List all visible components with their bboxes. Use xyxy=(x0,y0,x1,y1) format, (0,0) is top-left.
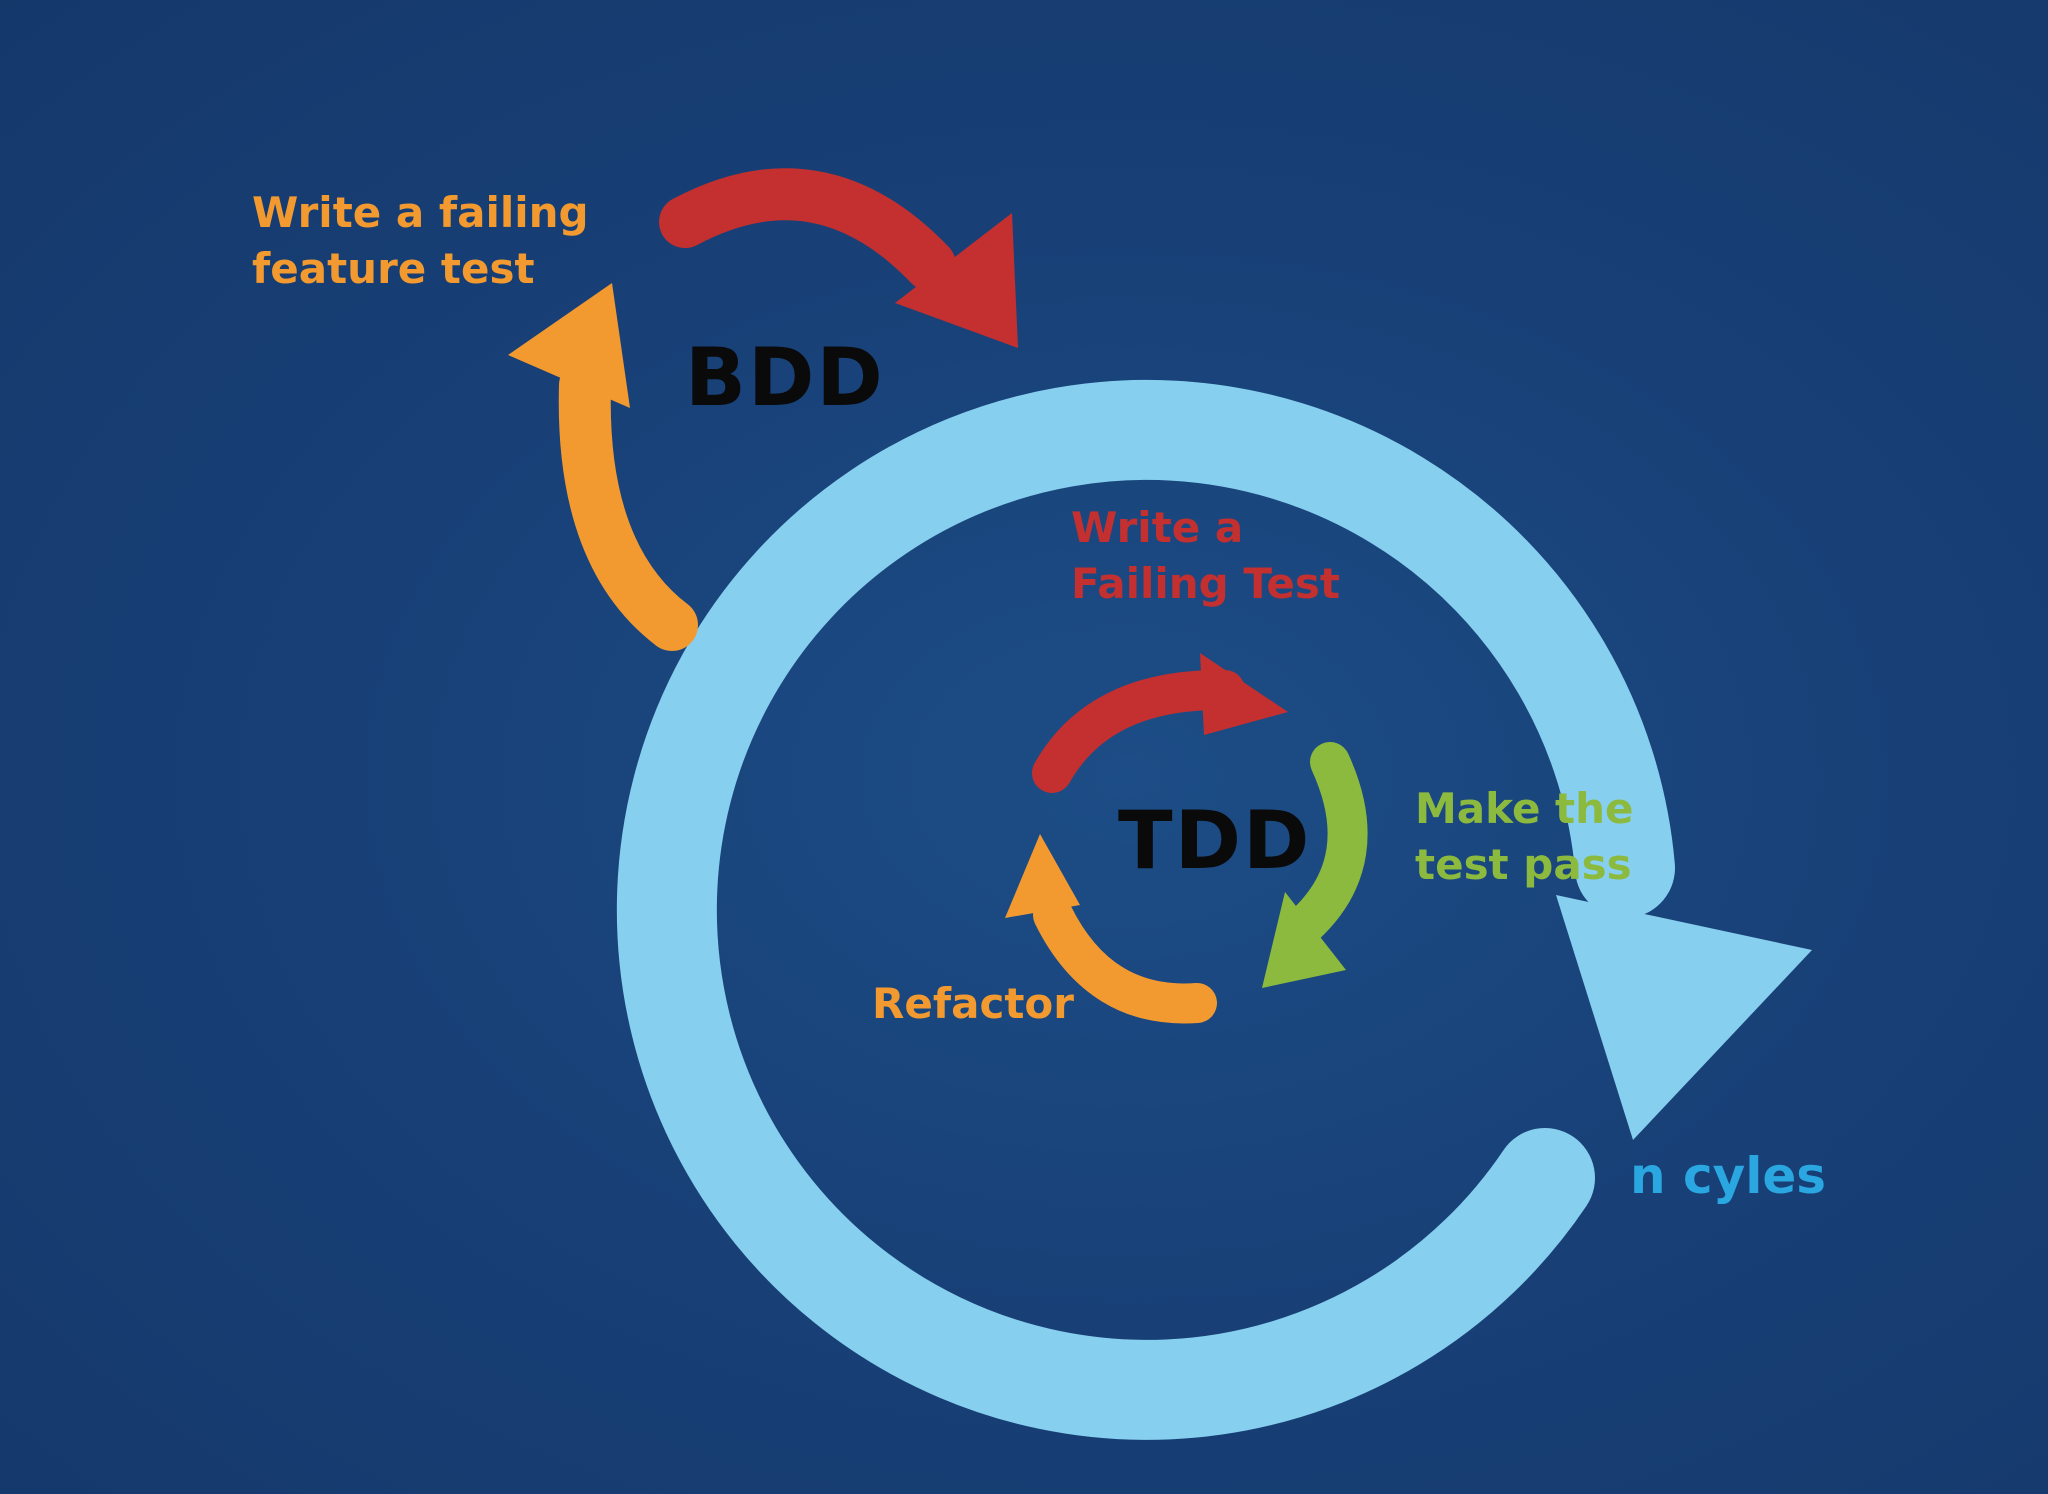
bdd-step-write-line2: feature test xyxy=(252,244,535,293)
bdd-red-arrowhead xyxy=(895,213,1018,348)
tdd-label: TDD xyxy=(1118,794,1311,887)
tdd-step-pass-line1: Make the xyxy=(1415,784,1634,833)
tdd-green-arc xyxy=(1285,742,1368,945)
tdd-red-arrowhead xyxy=(1200,653,1288,735)
tdd-green-arrow xyxy=(1262,742,1368,988)
bdd-orange-arrow xyxy=(508,283,698,651)
tdd-red-arrow xyxy=(1032,653,1288,793)
bdd-orange-arrowhead xyxy=(508,283,630,408)
tdd-step-pass-line2: test pass xyxy=(1415,840,1632,889)
tdd-step-refactor: Refactor xyxy=(872,979,1074,1028)
tdd-step-write-line1: Write a xyxy=(1071,503,1243,552)
tdd-step-write-line2: Failing Test xyxy=(1071,559,1340,608)
tdd-green-arrowhead xyxy=(1262,892,1346,988)
tdd-orange-arc xyxy=(1033,895,1217,1024)
bdd-step-write-line1: Write a failing xyxy=(252,188,589,237)
bdd-label: BDD xyxy=(685,331,885,424)
outer-cycle-arrowhead xyxy=(1556,895,1812,1140)
outer-cycle-arrow xyxy=(616,379,1812,1440)
n-cycles-label: n cyles xyxy=(1630,1147,1826,1205)
tdd-orange-arrow xyxy=(1005,834,1217,1024)
bdd-red-arc xyxy=(659,168,956,291)
bdd-red-arrow xyxy=(659,168,1018,348)
tdd-orange-arrowhead xyxy=(1005,834,1080,918)
tdd-red-arc xyxy=(1032,669,1245,793)
bdd-orange-arc xyxy=(558,359,698,651)
outer-cycle-arc xyxy=(616,379,1675,1440)
